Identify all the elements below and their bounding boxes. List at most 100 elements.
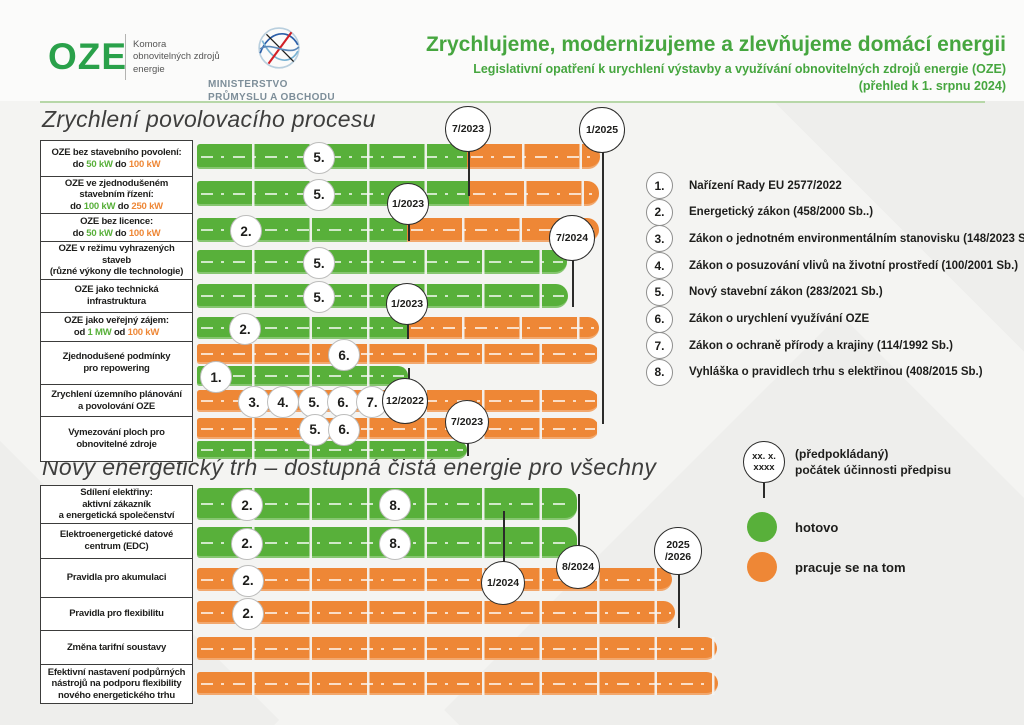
row-label-line: Efektivní nastavení podpůrných: [48, 667, 186, 679]
row-label-line: Zrychlení územního plánování: [51, 389, 182, 401]
date-badge: 7/2023: [445, 400, 489, 444]
row-label-line: OZE ve zjednodušeném: [65, 178, 168, 190]
law-reference-badge: 4.: [267, 386, 299, 418]
row-label-line: od 1 MW od 100 kW: [73, 327, 160, 339]
row-label-text: 1 MW: [87, 327, 112, 338]
row-label-line: Elektroenergetické datové: [60, 529, 173, 541]
law-label: Zákon o posuzování vlivů na životní pros…: [689, 259, 1019, 272]
timeline-bar-segment-green: [197, 218, 407, 242]
key-wip-dot: [747, 552, 777, 582]
law-number-badge: 6.: [646, 305, 673, 333]
row-label-text: 250 kW: [131, 200, 163, 212]
row-label-line: Změna tarifní soustavy: [67, 642, 166, 654]
row-label-line: centrum (EDC): [85, 541, 149, 553]
law-item: 6.Zákon o urychlení využívání OZE: [646, 305, 869, 333]
law-reference-badge: 5.: [299, 413, 331, 446]
row-label-text: 100 kW: [128, 158, 161, 170]
row-label-line: Sdílení elektřiny:: [80, 487, 153, 499]
row-label-text: Vymezování ploch pro: [68, 427, 165, 439]
law-reference-badge: 8.: [379, 527, 411, 560]
header-band: [0, 0, 1024, 101]
date-badge-line: 7/2024: [555, 231, 589, 244]
row-label-line: do 50 kW do 100 kW: [73, 159, 161, 171]
date-connector-line: [503, 511, 505, 583]
oze-tagline-line: Komora: [133, 39, 167, 50]
row-label-line: Vymezování ploch pro: [68, 427, 165, 439]
page-date-note: (přehled k 1. srpnu 2024): [858, 79, 1006, 93]
date-badge: 1/2025: [579, 107, 625, 153]
timeline-bar-segment-green: [197, 284, 568, 308]
law-reference-badge: 5.: [303, 247, 335, 279]
law-reference-badge: 6.: [328, 339, 360, 371]
law-number-badge: 3.: [646, 225, 673, 253]
timeline-row-label: OZE jako veřejný zájem:od 1 MW od 100 kW: [40, 312, 193, 342]
row-label-text: nového energetického trhu: [58, 689, 175, 701]
row-label-text: aktivní zákazník: [82, 498, 151, 510]
row-label-line: staveb: [102, 255, 131, 267]
key-done-dot: [747, 512, 777, 542]
law-reference-badge: 5.: [303, 141, 335, 174]
row-label-line: do 50 kW do 100 kW: [73, 228, 161, 240]
row-label-line: aktivní zákazník: [82, 499, 151, 511]
date-badge-line: 1/2023: [391, 197, 425, 210]
law-item: 1.Nařízení Rady EU 2577/2022: [646, 172, 842, 199]
row-label-line: obnovitelné zdroje: [76, 439, 157, 451]
date-badge: 8/2024: [556, 545, 600, 589]
law-label: Nařízení Rady EU 2577/2022: [689, 179, 842, 192]
row-label-line: (různé výkony dle technologie): [50, 266, 184, 278]
date-connector-line: [468, 151, 470, 196]
row-label-text: do: [112, 158, 129, 170]
row-label-text: do: [115, 200, 132, 212]
timeline-row-label: Pravidla pro akumulaci: [40, 558, 193, 598]
page-title: Zrychlujeme, modernizujeme a zlevňujeme …: [425, 33, 1006, 56]
row-label-text: OZE bez licence:: [80, 215, 153, 227]
date-badge-line: 1/2025: [585, 123, 619, 136]
timeline-bar-segment-green: [197, 250, 567, 274]
page-subtitle: Legislativní opatření k urychlení výstav…: [473, 62, 1006, 76]
row-label-text: 100 kW: [128, 227, 161, 239]
row-label-line: nového energetického trhu: [58, 690, 175, 702]
row-label-line: stavebním řízení:: [79, 189, 153, 201]
row-label-text: Elektroenergetické datové: [59, 529, 174, 541]
date-badge-line: 12/2022: [386, 394, 424, 407]
date-badge-line: 1/2024: [486, 576, 520, 589]
law-item: 3.Zákon o jednotném environmentálním sta…: [646, 225, 1024, 253]
key-date-connector: [763, 483, 765, 498]
row-label-text: Pravidla pro flexibilitu: [69, 608, 164, 620]
oze-logo: OZE: [48, 36, 128, 77]
timeline-row-label: Pravidla pro flexibilitu: [40, 597, 193, 631]
date-badge: 1/2023: [386, 283, 428, 325]
row-label-text: do: [112, 227, 129, 239]
law-reference-badge: 5.: [303, 178, 335, 211]
date-badge: 1/2023: [387, 183, 429, 225]
row-label-text: OZE v režimu vyhrazených: [58, 243, 175, 255]
law-number-badge: 5.: [646, 278, 673, 306]
timeline-bar-segment-orange: [407, 317, 599, 339]
header-underline: [40, 101, 985, 103]
row-label-line: do 100 kW do 250 kW: [70, 201, 163, 213]
law-number-badge: 8.: [646, 358, 673, 386]
key-date-desc-line1: (předpokládaný): [795, 447, 889, 461]
section-1-title: Zrychlení povolovacího procesu: [42, 106, 376, 132]
date-connector-line: [602, 152, 604, 424]
date-badge-line: 8/2024: [561, 560, 595, 573]
row-label-text: do: [72, 227, 87, 239]
row-label-text: do: [70, 200, 84, 212]
date-connector-line: [678, 551, 680, 628]
row-label-text: 50 kW: [86, 227, 113, 239]
date-badge: 2025/2026: [654, 527, 702, 575]
row-label-text: od: [73, 327, 88, 338]
law-reference-badge: 2.: [232, 597, 264, 630]
timeline-bar-segment-green: [197, 441, 467, 459]
key-date-circle: xx. x. xxxx: [743, 441, 785, 483]
law-label: Energetický zákon (458/2000 Sb..): [689, 206, 874, 219]
timeline-bar-segment-orange: [197, 344, 599, 364]
